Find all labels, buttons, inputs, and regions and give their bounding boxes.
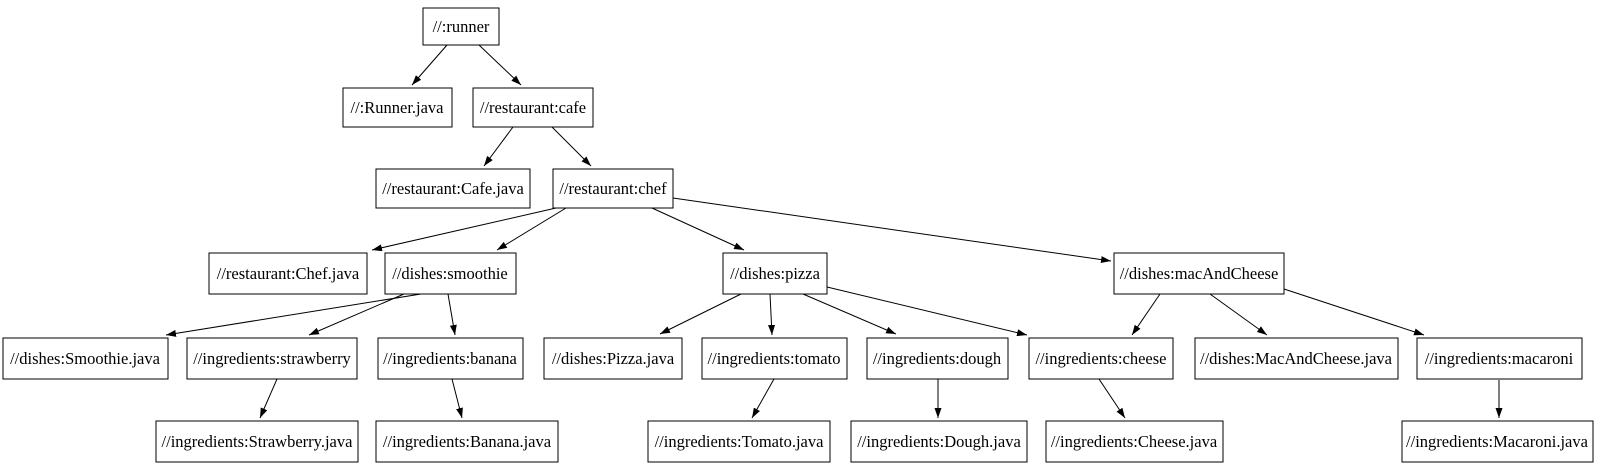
node-box [375,420,559,463]
node-pizza: //dishes:pizza [722,252,828,295]
node-banana-java: //ingredients:Banana.java [375,420,559,463]
node-label: //dishes:Smoothie.java [10,349,161,368]
edge-pizza-dough [802,293,897,335]
node-label: //ingredients:cheese [1035,349,1166,368]
node-box [1045,420,1224,463]
node-cheese-java: //ingredients:Cheese.java [1045,420,1224,463]
node-smoothie: //dishes:smoothie [384,252,517,295]
edge-smoothie-banana [447,293,457,336]
node-label: //dishes:pizza [730,264,820,283]
edge-pizza-pizzaJava [659,293,742,335]
node-runner: //:runner [422,7,500,46]
node-label: //ingredients:banana [383,349,517,368]
node-box [186,337,358,380]
node-banana: //ingredients:banana [377,337,524,380]
edge-strawberry-strawberryJava [259,378,278,419]
node-box [1194,337,1399,380]
node-label: //ingredients:Banana.java [383,432,552,451]
node-cheese: //ingredients:cheese [1028,337,1174,380]
node-label: //dishes:macAndCheese [1120,264,1279,283]
node-box [1401,420,1594,463]
node-label: //ingredients:macaroni [1425,349,1574,368]
node-label: //dishes:Pizza.java [552,349,675,368]
node-smoothie-java: //dishes:Smoothie.java [2,337,169,380]
edge-banana-bananaJava [451,378,463,419]
node-label: //dishes:MacAndCheese.java [1200,349,1393,368]
edge-pizza-cheese [826,286,1028,337]
edge-layer [165,44,1503,419]
node-label: //:runner [433,17,490,36]
node-label: //restaurant:Chef.java [217,264,360,283]
node-box [1416,337,1583,380]
edge-cafe-chef [551,126,592,167]
node-chef-java: //restaurant:Chef.java [208,252,368,295]
node-box [866,337,1009,380]
node-box [2,337,169,380]
node-box [722,252,828,295]
node-label: //ingredients:Cheese.java [1051,432,1218,451]
node-box [422,7,500,46]
edge-chef-chefJava [371,207,557,252]
edge-cheese-cheeseJava [1098,378,1126,419]
node-label: //ingredients:Strawberry.java [162,432,354,451]
node-label: //ingredients:Macaroni.java [1406,432,1589,451]
edge-smoothie-smoothieJava [165,293,422,337]
node-dough-java: //ingredients:Dough.java [850,420,1028,463]
node-box [375,168,531,209]
edge-tomato-tomatoJava [751,378,775,419]
node-box [342,87,453,128]
edge-cafe-cafeJava [483,126,514,167]
edge-chef-smoothie [496,207,567,251]
node-label: //ingredients:strawberry [193,349,351,368]
node-tomato-java: //ingredients:Tomato.java [647,420,831,463]
node-strawberry-java: //ingredients:Strawberry.java [155,420,359,463]
edge-runner-cafe [478,44,522,86]
node-box [850,420,1028,463]
node-box [647,420,831,463]
node-label: //ingredients:tomato [708,349,841,368]
node-mac-and-cheese: //dishes:macAndCheese [1113,252,1285,295]
node-label: //ingredients:dough [873,349,1002,368]
node-box [552,168,674,209]
node-box [155,420,359,463]
node-label: //ingredients:Dough.java [857,432,1021,451]
node-box [1028,337,1174,380]
node-mac-and-cheese-java: //dishes:MacAndCheese.java [1194,337,1399,380]
edge-runner-runnerJava [411,44,448,86]
edge-macAndCheese-macAndCheeseJava [1209,293,1268,336]
node-box [472,87,594,128]
node-label: //ingredients:Tomato.java [655,432,825,451]
node-label: //dishes:smoothie [392,264,508,283]
node-label: //restaurant:cafe [480,98,586,117]
node-cafe-java: //restaurant:Cafe.java [375,168,531,209]
node-box [208,252,368,295]
node-macaroni: //ingredients:macaroni [1416,337,1583,380]
edge-chef-macAndCheese [672,197,1112,264]
edge-chef-pizza [651,207,745,251]
edge-pizza-tomato [768,293,776,336]
node-macaroni-java: //ingredients:Macaroni.java [1401,420,1594,463]
edge-smoothie-strawberry [308,293,405,336]
node-runner-java: //:Runner.java [342,87,453,128]
node-label: //:Runner.java [350,98,444,117]
node-cafe: //restaurant:cafe [472,87,594,128]
node-strawberry: //ingredients:strawberry [186,337,358,380]
node-box [377,337,524,380]
node-tomato: //ingredients:tomato [701,337,848,380]
node-box [701,337,848,380]
edge-macAndCheese-macaroni [1283,288,1425,336]
node-pizza-java: //dishes:Pizza.java [543,337,683,380]
node-layer: //:runner //:Runner.java //restaurant:ca… [2,7,1594,463]
node-chef: //restaurant:chef [552,168,674,209]
node-box [1113,252,1285,295]
node-dough: //ingredients:dough [866,337,1009,380]
edge-macAndCheese-cheese [1131,293,1161,336]
node-label: //restaurant:chef [559,179,667,198]
node-label: //restaurant:Cafe.java [382,179,524,198]
node-box [543,337,683,380]
node-box [384,252,517,295]
